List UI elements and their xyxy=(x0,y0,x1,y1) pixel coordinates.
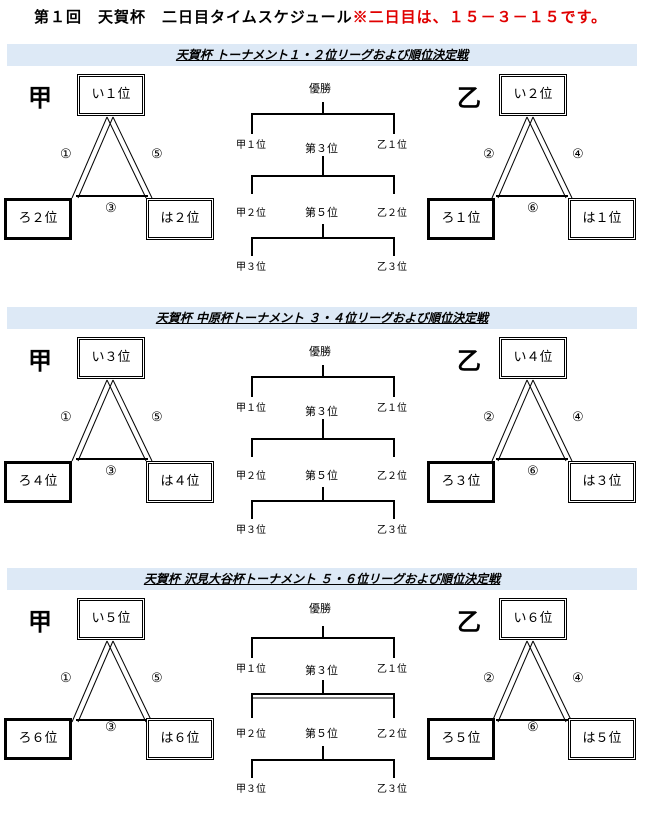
right-bottom-right-box: は１位 xyxy=(568,198,636,240)
rank-label: 甲３位 xyxy=(236,525,266,536)
right-bottom-left-box: ろ１位 xyxy=(427,198,495,240)
left-top-box: い１位 xyxy=(77,74,145,116)
match-num: ③ xyxy=(105,720,117,735)
title-note: ※二日目は、１５－３－１５です。 xyxy=(352,8,608,26)
left-bottom-left-box: ろ４位 xyxy=(4,461,72,503)
match-num: ⑤ xyxy=(151,410,163,425)
left-bottom-right-box: は６位 xyxy=(146,718,214,760)
title-main: 第１回 天賀杯 二日目タイムスケジュール xyxy=(34,8,353,26)
rank-label: 乙１位 xyxy=(377,403,407,414)
rank-label: 甲２位 xyxy=(236,471,266,482)
rank-label: 乙２位 xyxy=(377,729,407,740)
left-bottom-left-box: ろ６位 xyxy=(4,718,72,760)
rank-label: 乙１位 xyxy=(377,140,407,151)
match-num: ④ xyxy=(572,147,584,162)
match-num: ② xyxy=(483,671,495,686)
group-left-label: 甲 xyxy=(28,346,52,375)
right-bottom-right-box: は３位 xyxy=(568,461,636,503)
left-top-box: い５位 xyxy=(77,598,145,640)
fifth-place-label: 第５位 xyxy=(305,206,338,219)
match-num: ⑤ xyxy=(151,147,163,162)
third-place-label: 第３位 xyxy=(305,405,338,418)
third-place-label: 第３位 xyxy=(305,664,338,677)
section-band: 天賀杯 中原杯トーナメント ３・４位リーグおよび順位決定戦 xyxy=(7,307,637,329)
fifth-place-label: 第５位 xyxy=(305,727,338,740)
champion-label: 優勝 xyxy=(309,345,331,358)
rank-label: 乙１位 xyxy=(377,664,407,675)
right-top-box: い２位 xyxy=(499,74,567,116)
rank-label: 乙２位 xyxy=(377,471,407,482)
rank-label: 甲１位 xyxy=(236,403,266,414)
match-num: ⑥ xyxy=(527,201,539,216)
third-place-label: 第３位 xyxy=(305,142,338,155)
match-num: ③ xyxy=(105,201,117,216)
champion-label: 優勝 xyxy=(309,82,331,95)
match-num: ⑤ xyxy=(151,671,163,686)
rank-label: 甲２位 xyxy=(236,729,266,740)
fifth-place-label: 第５位 xyxy=(305,469,338,482)
left-bottom-right-box: は４位 xyxy=(146,461,214,503)
group-left-label: 甲 xyxy=(28,83,52,112)
rank-label: 甲３位 xyxy=(236,784,266,795)
rank-label: 乙３位 xyxy=(377,262,407,273)
rank-label: 乙３位 xyxy=(377,784,407,795)
section-band: 天賀杯 沢見大谷杯トーナメント ５・６位リーグおよび順位決定戦 xyxy=(7,568,637,590)
section-2: 天賀杯 中原杯トーナメント ３・４位リーグおよび順位決定戦 甲 乙 い３位 ろ４… xyxy=(0,307,647,557)
match-num: ④ xyxy=(572,410,584,425)
rank-label: 甲１位 xyxy=(236,664,266,675)
match-num: ② xyxy=(483,410,495,425)
section-band: 天賀杯 トーナメント１・２位リーグおよび順位決定戦 xyxy=(7,44,637,66)
rank-label: 甲１位 xyxy=(236,140,266,151)
match-num: ② xyxy=(483,147,495,162)
left-bottom-left-box: ろ２位 xyxy=(4,198,72,240)
match-num: ⑥ xyxy=(527,720,539,735)
section-3: 天賀杯 沢見大谷杯トーナメント ５・６位リーグおよび順位決定戦 甲 乙 い５位 … xyxy=(0,568,647,818)
section-1: 天賀杯 トーナメント１・２位リーグおよび順位決定戦 甲 乙 い１位 ろ２位 は２… xyxy=(0,44,647,294)
rank-label: 甲３位 xyxy=(236,262,266,273)
group-right-label: 乙 xyxy=(457,83,481,112)
group-right-label: 乙 xyxy=(457,346,481,375)
right-bottom-left-box: ろ５位 xyxy=(427,718,495,760)
right-top-box: い４位 xyxy=(499,337,567,379)
page-title: 第１回 天賀杯 二日目タイムスケジュール※二日目は、１５－３－１５です。 xyxy=(34,6,607,27)
match-num: ⑥ xyxy=(527,464,539,479)
group-right-label: 乙 xyxy=(457,607,481,636)
rank-label: 乙２位 xyxy=(377,208,407,219)
match-num: ① xyxy=(60,671,72,686)
match-num: ④ xyxy=(572,671,584,686)
champion-label: 優勝 xyxy=(309,602,331,615)
right-top-box: い６位 xyxy=(499,598,567,640)
match-num: ③ xyxy=(105,464,117,479)
right-bottom-right-box: は５位 xyxy=(568,718,636,760)
match-num: ① xyxy=(60,410,72,425)
left-bottom-right-box: は２位 xyxy=(146,198,214,240)
rank-label: 甲２位 xyxy=(236,208,266,219)
left-top-box: い３位 xyxy=(77,337,145,379)
match-num: ① xyxy=(60,147,72,162)
group-left-label: 甲 xyxy=(28,607,52,636)
rank-label: 乙３位 xyxy=(377,525,407,536)
right-bottom-left-box: ろ３位 xyxy=(427,461,495,503)
